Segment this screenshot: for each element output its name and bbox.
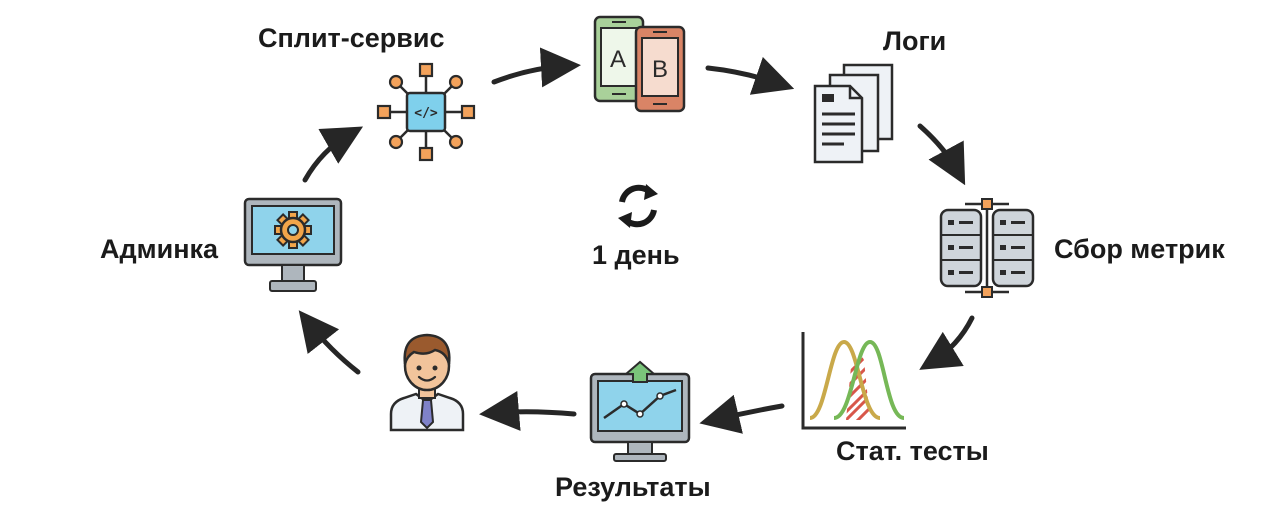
arrow-stats-to-results xyxy=(699,394,785,434)
arrow-ab-to-logs xyxy=(705,56,795,95)
monitor-gear-icon xyxy=(242,196,344,298)
cycle-duration-label: 1 день xyxy=(592,240,680,270)
ab-phones-icon: A B xyxy=(592,14,688,114)
distribution-curves-icon xyxy=(800,328,908,432)
arrow-split-to-ab xyxy=(491,47,581,88)
arrow-analyst-to-admin xyxy=(298,310,361,375)
arrow-logs-to-metrics xyxy=(917,123,966,186)
arrow-metrics-to-stats xyxy=(919,315,975,370)
node-label-split-service: Сплит-сервис xyxy=(258,23,445,53)
phone-letter-a: A xyxy=(610,46,626,73)
server-racks-icon xyxy=(938,196,1036,300)
svg-text:</>: </> xyxy=(414,106,438,121)
node-label-metrics: Сбор метрик xyxy=(1054,234,1225,264)
arrow-admin-to-split xyxy=(302,126,364,183)
documents-stack-icon xyxy=(812,62,896,166)
refresh-cycle-icon xyxy=(612,180,664,232)
node-label-logs: Логи xyxy=(883,26,947,56)
network-hub-code-icon: </> xyxy=(374,60,478,164)
monitor-chart-icon xyxy=(588,360,692,464)
node-label-results: Результаты xyxy=(555,472,711,502)
analyst-person-icon xyxy=(388,330,466,434)
node-label-admin: Админка xyxy=(100,234,219,264)
node-label-stat-tests: Стат. тесты xyxy=(836,436,989,466)
arrow-results-to-analyst xyxy=(479,390,577,431)
phone-letter-b: B xyxy=(652,56,668,83)
